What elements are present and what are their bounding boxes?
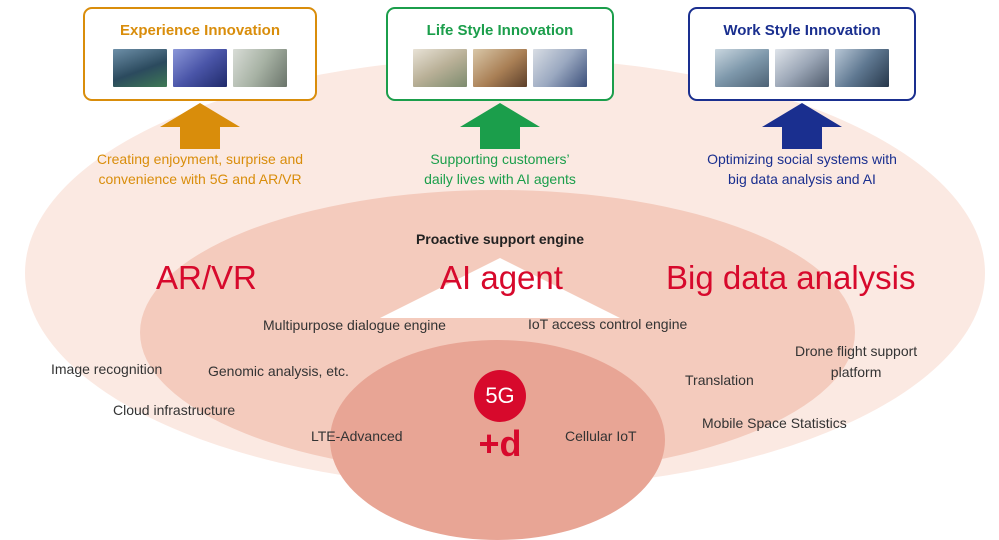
arrow-up-icon	[762, 103, 842, 149]
proactive-support-engine-label: Proactive support engine	[415, 231, 585, 247]
experience-caption: Creating enjoyment, surprise and conveni…	[55, 149, 345, 189]
work-style-caption-line2: big data analysis and AI	[728, 171, 876, 187]
arrow-up-icon	[460, 103, 540, 149]
life-style-caption: Supporting customers’ daily lives with A…	[355, 149, 645, 189]
life-style-innovation-title: Life Style Innovation	[426, 22, 574, 39]
life-style-caption-line1: Supporting customers’	[430, 151, 570, 167]
ar-vr-label: AR/VR	[156, 259, 257, 296]
translation-label: Translation	[685, 372, 754, 388]
display-panel-photo	[233, 49, 287, 87]
stadium-photo	[113, 49, 167, 87]
iot-access-control-engine-label: IoT access control engine	[528, 316, 688, 332]
drone-flight-support-line2: platform	[830, 364, 882, 380]
ai-agent-label: AI agent	[440, 259, 563, 296]
factory-photo	[715, 49, 769, 87]
work-style-caption-line1: Optimizing social systems with	[707, 151, 897, 167]
drone-flight-support-label: Drone flight support platform	[795, 341, 917, 383]
life-style-innovation-box: Life Style Innovation	[386, 7, 614, 101]
mobile-space-statistics-label: Mobile Space Statistics	[702, 415, 847, 431]
cellular-iot-label: Cellular IoT	[565, 428, 637, 444]
experience-caption-line1: Creating enjoyment, surprise and	[96, 151, 304, 167]
big-data-analysis-label: Big data analysis	[666, 259, 916, 296]
5g-badge: 5G	[474, 370, 526, 422]
food-photo	[473, 49, 527, 87]
vr-headset-photo	[173, 49, 227, 87]
experience-innovation-box: Experience Innovation	[83, 7, 317, 101]
family-photo	[413, 49, 467, 87]
arrow-up-icon	[160, 103, 240, 149]
experience-innovation-title: Experience Innovation	[119, 22, 281, 39]
lte-advanced-label: LTE-Advanced	[311, 428, 403, 444]
multipurpose-dialogue-engine-label: Multipurpose dialogue engine	[263, 317, 446, 333]
worker-photo	[835, 49, 889, 87]
image-recognition-label: Image recognition	[51, 361, 163, 377]
office-photo	[775, 49, 829, 87]
work-style-caption: Optimizing social systems with big data …	[657, 149, 947, 189]
drone-flight-support-line1: Drone flight support	[795, 343, 918, 359]
proactive-support-triangle	[380, 258, 620, 318]
life-style-caption-line2: daily lives with AI agents	[424, 171, 576, 187]
genomic-analysis-label: Genomic analysis, etc.	[208, 363, 349, 379]
work-style-innovation-box: Work Style Innovation	[688, 7, 916, 101]
work-style-innovation-title: Work Style Innovation	[723, 22, 881, 39]
cloud-infrastructure-label: Cloud infrastructure	[113, 402, 236, 418]
device-photo	[533, 49, 587, 87]
plus-d-logo: +d	[478, 423, 522, 464]
experience-caption-line2: convenience with 5G and AR/VR	[98, 171, 302, 187]
